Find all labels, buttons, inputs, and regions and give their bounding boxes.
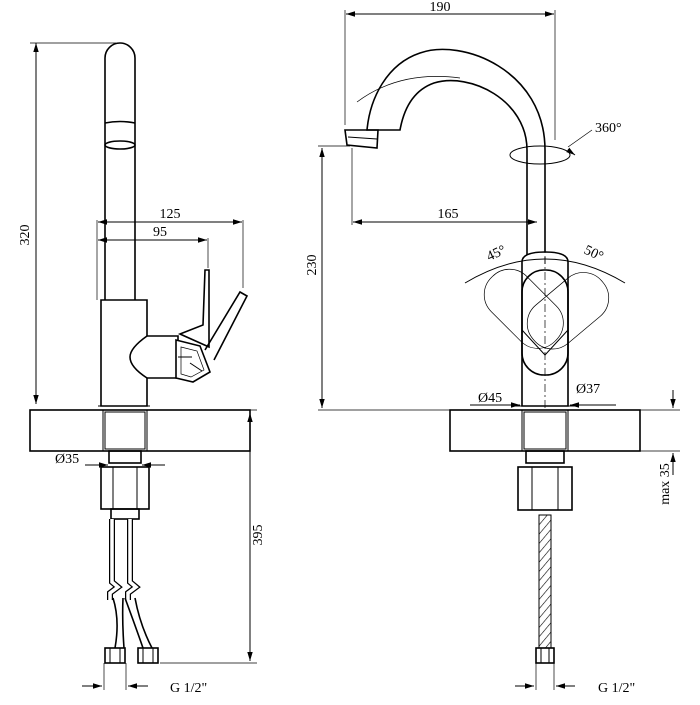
lever-reach-dim-label: 95 (153, 225, 167, 240)
spout-right (344, 48, 546, 259)
supply-hoses-left (104, 519, 159, 664)
inner-diameter-dim-label: Ø37 (576, 382, 600, 397)
width-dim-label: 190 (430, 0, 451, 15)
spout-reach-dim-label: 125 (160, 207, 181, 222)
mounting-nut-left (100, 450, 150, 520)
countertop-left (29, 409, 251, 452)
faucet-body-right (515, 160, 575, 411)
spout-dim-label: 165 (438, 207, 459, 222)
rotation-dim-label: 360° (595, 121, 622, 136)
height-dim-label-right: 230 (305, 255, 320, 276)
mounting-nut-right (517, 450, 573, 511)
thread-dim-label-left: G 1/2" (170, 681, 207, 696)
left-view: 320 125 95 Ø35 395 G 1/2" (18, 42, 266, 696)
height-dim-label: 320 (18, 225, 33, 246)
lever-handle-left (177, 269, 249, 361)
right-angle-dim-label: 50° (581, 243, 605, 265)
faucet-body-left (98, 299, 179, 411)
lever-positions (483, 268, 610, 376)
dimensions-left: 320 125 95 Ø35 395 G 1/2" (18, 42, 266, 696)
deck-thickness-dim-label: max 35 (658, 463, 673, 505)
thread-dim-label-right: G 1/2" (598, 681, 635, 696)
rotation-indicator: 360° (509, 121, 622, 165)
base-diameter-dim-label: Ø35 (55, 452, 79, 467)
hose-length-dim-label: 395 (251, 525, 266, 546)
spout-left (104, 42, 136, 300)
left-angle-dim-label: 45° (484, 243, 508, 265)
dimensions-right: 190 165 230 Ø45 Ø37 max 35 G 1/2" (305, 0, 680, 696)
lever-pivot-left (175, 338, 211, 383)
right-view: 360° 45° 50° (305, 0, 680, 696)
countertop-right (449, 409, 641, 452)
supply-hose-right (535, 514, 555, 664)
body-diameter-dim-label: Ø45 (478, 391, 502, 406)
